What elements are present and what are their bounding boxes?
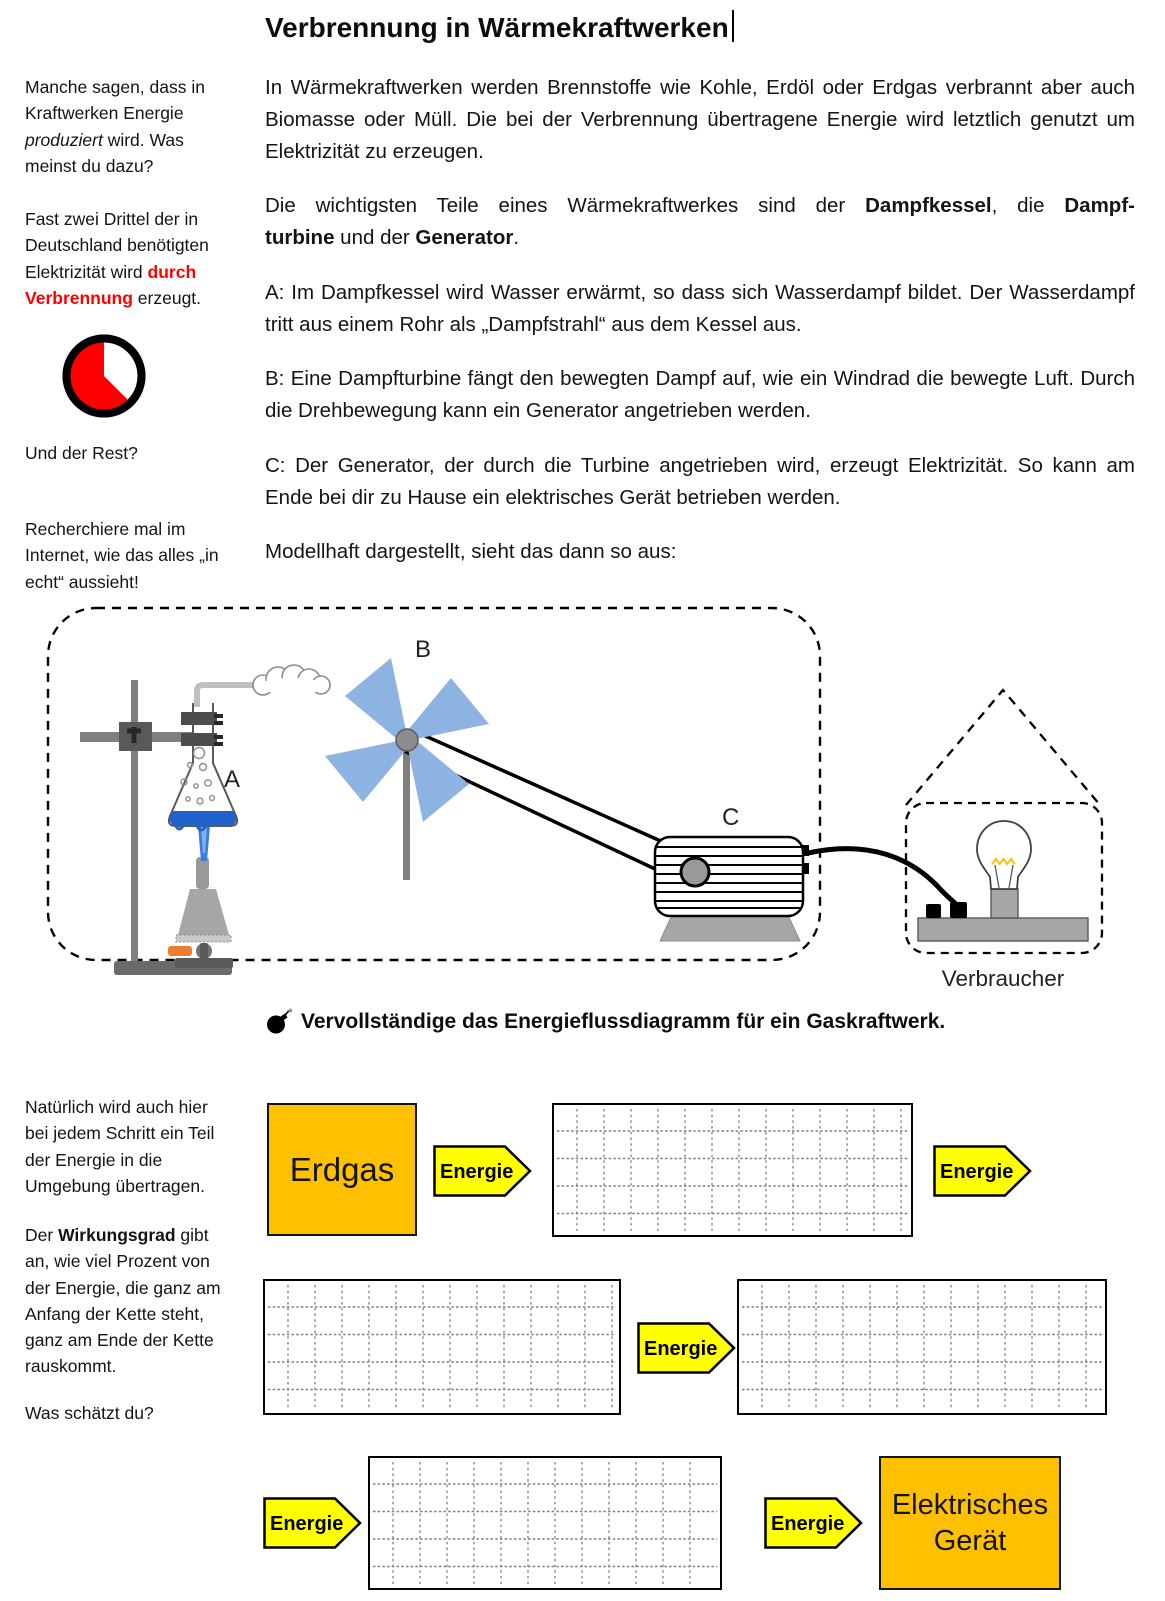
flow-source-box: Erdgas: [267, 1103, 417, 1236]
flask-bubbles: [180, 746, 216, 805]
label-a: A: [224, 766, 240, 793]
flow-blank-box-2[interactable]: [263, 1279, 621, 1415]
energy-arrow-label: Energie: [771, 1513, 844, 1535]
paragraph-parts-line1: Die wichtigsten Teile eines Wärmekraftwe…: [265, 194, 1135, 218]
bomb-icon: [267, 1008, 292, 1034]
bomb-spark: [287, 1008, 292, 1013]
task-heading-row: Vervollständige das Energieflussdiagramm…: [265, 1008, 945, 1035]
paragraph-parts-line2: turbine und der Generator.: [265, 226, 520, 250]
model-boundary: [46, 606, 822, 962]
margin-note-two-thirds: Fast zwei Drittel der in Deutschland ben…: [25, 209, 209, 308]
margin-note-efficiency: Der Wirkungsgrad gibt an, wie viel Proze…: [25, 1225, 221, 1377]
pie-chart-two-thirds: [62, 334, 146, 418]
margin-note-research: Recherchiere mal im Internet, wie das al…: [25, 519, 219, 592]
power-plant-model-diagram: A B: [46, 606, 1104, 991]
margin-note-energy-loss: Natürlich wird auch hier bei jedem Schri…: [25, 1097, 215, 1196]
pinwheel-turbine: [325, 658, 489, 822]
bunsen-burner: [168, 857, 233, 968]
energy-arrow-1: Energie: [433, 1145, 532, 1197]
energy-arrow-4: Energie: [263, 1497, 362, 1549]
paragraph-intro: In Wärmekraftwerken werden Brennstoffe w…: [265, 76, 1135, 163]
house-outline: [904, 688, 1104, 955]
energy-arrow-label: Energie: [270, 1513, 343, 1535]
flow-sink-box: Elektrisches Gerät: [879, 1456, 1061, 1590]
burner-flame: [198, 826, 210, 861]
margin-note-rest: Und der Rest?: [25, 443, 138, 463]
erlenmeyer-flask: [167, 703, 239, 832]
consumer-label: Verbraucher: [942, 966, 1065, 991]
energy-arrow-label: Energie: [940, 1161, 1013, 1183]
margin-note-produced: Manche sagen, dass in Kraftwerken Energi…: [25, 77, 205, 176]
gas-valve-knob: [168, 946, 192, 956]
power-cable: [805, 846, 960, 908]
flow-blank-box-1[interactable]: [552, 1103, 913, 1237]
lab-stand: [80, 680, 232, 975]
flow-blank-box-4[interactable]: [368, 1456, 722, 1590]
label-c: C: [722, 804, 739, 831]
task-heading: Vervollständige das Energieflussdiagramm…: [301, 1009, 946, 1033]
flow-blank-box-3[interactable]: [737, 1279, 1107, 1415]
turbine-hub: [395, 728, 419, 752]
margin-note-estimate: Was schätzt du?: [25, 1403, 154, 1423]
bulb-filament: [991, 857, 1016, 866]
main-text-column: In Wärmekraftwerken werden Brennstoffe w…: [265, 72, 1135, 591]
label-b: B: [415, 636, 431, 663]
page-title[interactable]: Verbrennung in Wärmekraftwerken: [265, 12, 729, 43]
paragraph-c-generator: C: Der Generator, der durch die Turbine …: [265, 453, 1135, 509]
energy-arrow-3: Energie: [637, 1322, 736, 1374]
flask-liquid: [169, 811, 237, 826]
generator: [653, 835, 809, 942]
generator-pulley: [679, 856, 711, 888]
energy-arrow-2: Energie: [933, 1145, 1032, 1197]
pie-slice-filled: [66, 338, 131, 414]
text-cursor: [731, 10, 734, 42]
turbine-stem: [403, 745, 410, 880]
energy-arrow-label: Energie: [644, 1338, 717, 1360]
steam-outlet: [194, 664, 331, 707]
paragraph-model-intro: Modellhaft dargestellt, sieht das dann s…: [265, 540, 677, 564]
energy-arrow-label: Energie: [440, 1161, 513, 1183]
light-bulb: [917, 820, 1089, 942]
paragraph-b-turbine: B: Eine Dampfturbine fängt den bewegten …: [265, 367, 1135, 423]
paragraph-a-boiler: A: Im Dampfkessel wird Wasser erwärmt, s…: [265, 280, 1135, 336]
energy-arrow-5: Energie: [764, 1497, 863, 1549]
page-title-row: Verbrennung in Wärmekraftwerken: [265, 10, 734, 44]
